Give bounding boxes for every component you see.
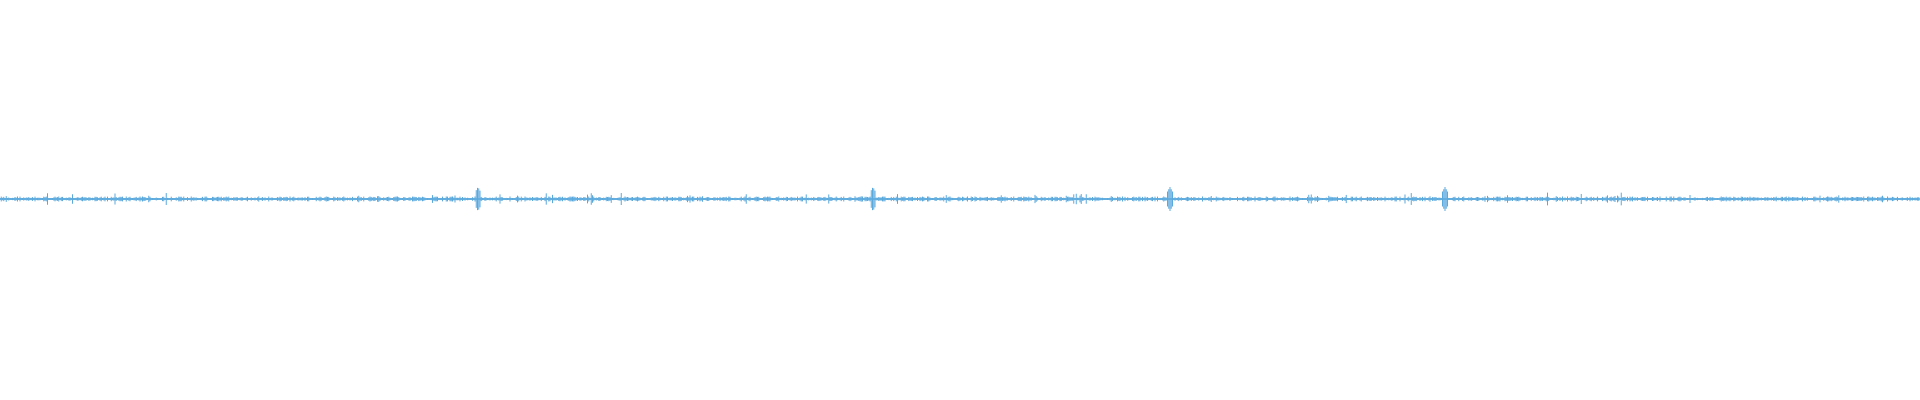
waveform-bars [0, 187, 1920, 211]
